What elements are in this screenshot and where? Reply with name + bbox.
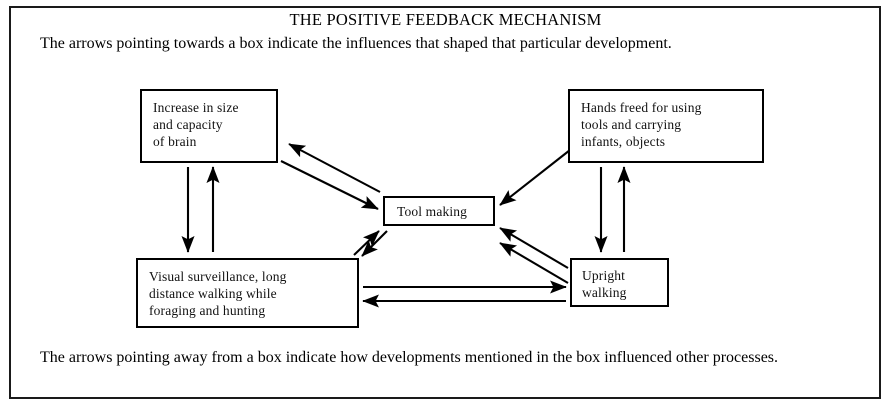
caption-top: The arrows pointing towards a box indica… xyxy=(40,35,672,52)
node-upright-walking[interactable]: Upright walking xyxy=(570,258,669,307)
node-tool-making[interactable]: Tool making xyxy=(383,196,495,226)
node-increase-in-size-and-capacity-of-brain[interactable]: Increase in size and capacity of brain xyxy=(140,89,278,163)
diagram-title: THE POSITIVE FEEDBACK MECHANISM xyxy=(289,10,602,29)
node-hands-freed-for-using-tools[interactable]: Hands freed for using tools and carrying… xyxy=(568,89,764,163)
caption-bottom: The arrows pointing away from a box indi… xyxy=(40,349,779,366)
node-visual-surveillance-long-distance-walking[interactable]: Visual surveillance, long distance walki… xyxy=(136,258,359,328)
